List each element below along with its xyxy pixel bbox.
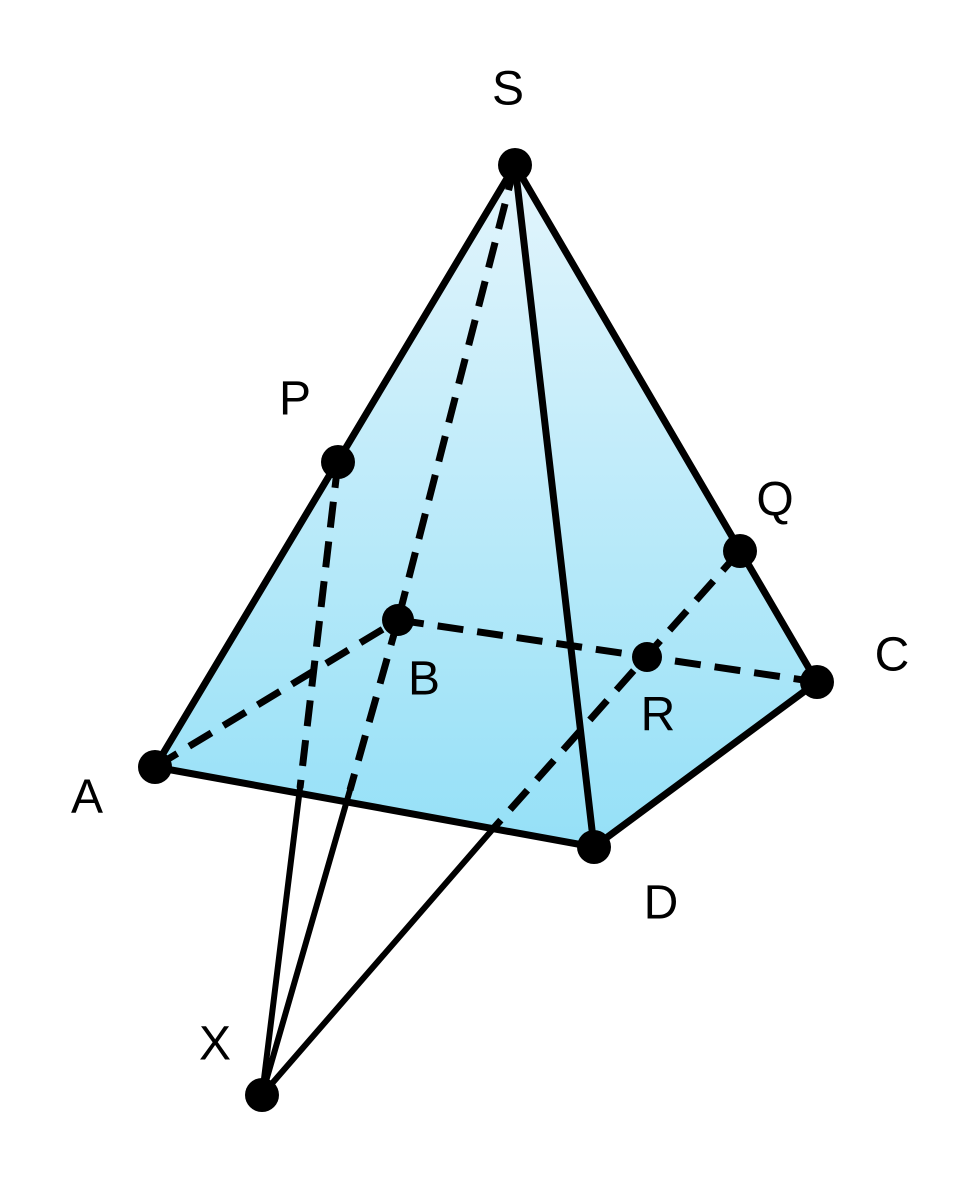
label-R: R (641, 689, 676, 742)
label-C: C (875, 629, 910, 682)
label-A: A (71, 771, 103, 824)
edge-X-B-visible (259, 787, 353, 1098)
edge-S-C (511, 161, 821, 686)
vertex-B (382, 604, 414, 636)
label-S: S (492, 63, 524, 116)
edge-D-C (590, 678, 821, 851)
vertex-A (138, 750, 172, 784)
vertex-D (577, 830, 611, 864)
edge-S-D (511, 161, 598, 851)
edge-X-P-visible (259, 785, 303, 1098)
label-Q: Q (756, 474, 793, 527)
edge-B-C (397, 616, 818, 686)
pyramid-face (155, 165, 817, 847)
edge-B-X-hidden (346, 619, 402, 791)
edge-A-D (151, 763, 598, 851)
label-X: X (199, 1018, 231, 1071)
label-P: P (279, 373, 311, 426)
vertex-Q (723, 534, 757, 568)
vertex-S (498, 148, 532, 182)
edge-P-X-hidden (296, 461, 342, 789)
vertex-C (800, 665, 834, 699)
label-D: D (644, 877, 679, 930)
vertex-R (632, 642, 662, 672)
vertex-P (321, 445, 355, 479)
vertex-X (245, 1078, 279, 1112)
label-B: B (408, 653, 440, 706)
edge-X-Q-visible (259, 827, 495, 1098)
edge-Q-X-hidden (489, 548, 743, 833)
edge-A-B (153, 617, 400, 770)
